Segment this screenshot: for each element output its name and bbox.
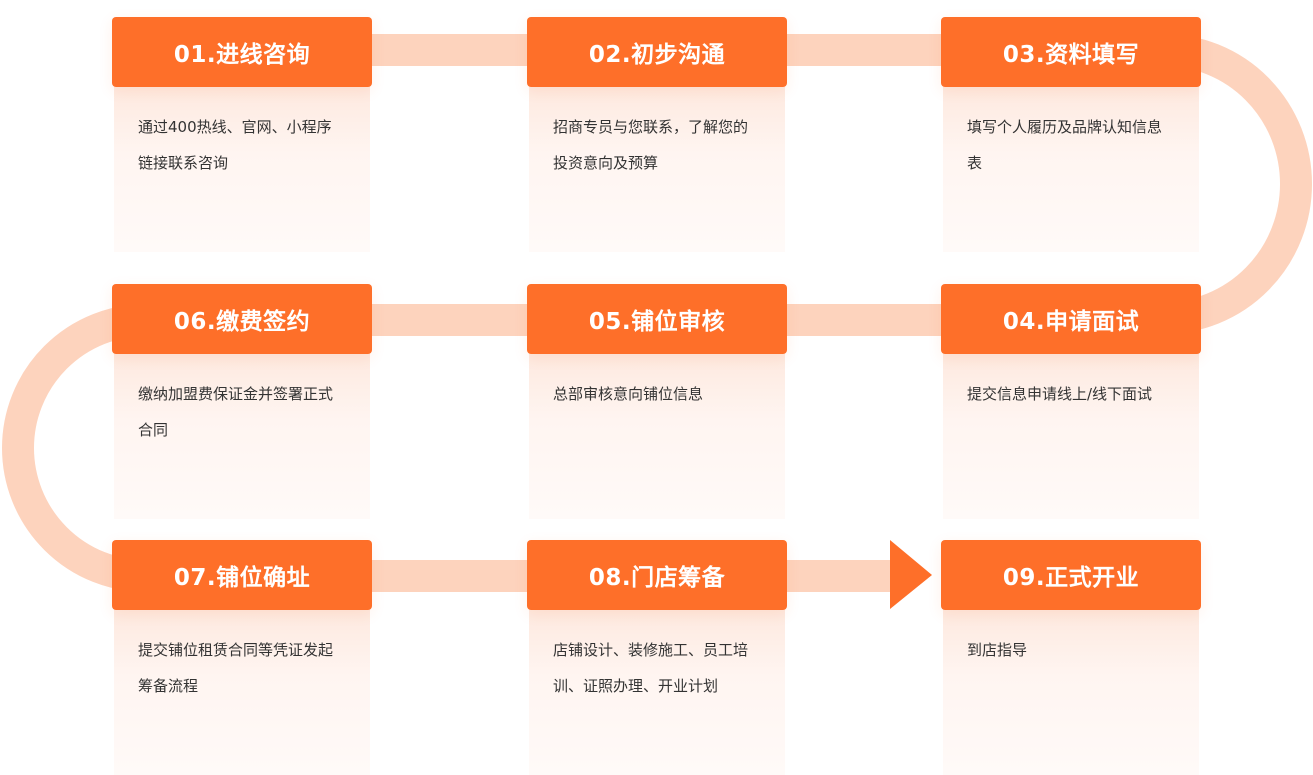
connector-arc-right (1163, 34, 1312, 334)
step-body: 提交铺位租赁合同等凭证发起筹备流程 (114, 610, 370, 775)
step-header: 05.铺位审核 (527, 284, 787, 354)
arrow-right-icon (890, 540, 932, 609)
step-description: 总部审核意向铺位信息 (553, 385, 704, 403)
step-title: 04.申请面试 (1002, 309, 1140, 335)
step-header: 07.铺位确址 (112, 540, 372, 610)
step-title: 01.进线咨询 (173, 42, 311, 68)
step-body: 填写个人履历及品牌认知信息表 (943, 87, 1199, 252)
step-title: 08.门店筹备 (588, 565, 726, 591)
step-description: 提交铺位租赁合同等凭证发起筹备流程 (138, 641, 334, 695)
step-description: 通过400热线、官网、小程序链接联系咨询 (138, 118, 332, 172)
step-title: 07.铺位确址 (173, 565, 311, 591)
step-08: 08.门店筹备 店铺设计、装修施工、员工培训、证照办理、开业计划 (527, 540, 787, 775)
step-body: 店铺设计、装修施工、员工培训、证照办理、开业计划 (529, 610, 785, 775)
step-body: 到店指导 (943, 610, 1199, 775)
step-01: 01.进线咨询 通过400热线、官网、小程序链接联系咨询 (112, 17, 372, 252)
step-description: 缴纳加盟费保证金并签署正式合同 (138, 385, 334, 439)
step-05: 05.铺位审核 总部审核意向铺位信息 (527, 284, 787, 519)
step-header: 06.缴费签约 (112, 284, 372, 354)
step-header: 04.申请面试 (941, 284, 1201, 354)
connector-arc-left (2, 304, 147, 592)
step-header: 09.正式开业 (941, 540, 1201, 610)
step-description: 招商专员与您联系，了解您的投资意向及预算 (553, 118, 749, 172)
step-title: 09.正式开业 (1002, 565, 1140, 591)
step-body: 招商专员与您联系，了解您的投资意向及预算 (529, 87, 785, 252)
step-body: 缴纳加盟费保证金并签署正式合同 (114, 354, 370, 519)
step-03: 03.资料填写 填写个人履历及品牌认知信息表 (941, 17, 1201, 252)
step-title: 06.缴费签约 (173, 309, 311, 335)
step-04: 04.申请面试 提交信息申请线上/线下面试 (941, 284, 1201, 519)
step-title: 05.铺位审核 (588, 309, 726, 335)
step-header: 08.门店筹备 (527, 540, 787, 610)
step-description: 店铺设计、装修施工、员工培训、证照办理、开业计划 (553, 641, 749, 695)
step-07: 07.铺位确址 提交铺位租赁合同等凭证发起筹备流程 (112, 540, 372, 775)
step-header: 03.资料填写 (941, 17, 1201, 87)
step-body: 通过400热线、官网、小程序链接联系咨询 (114, 87, 370, 252)
step-02: 02.初步沟通 招商专员与您联系，了解您的投资意向及预算 (527, 17, 787, 252)
step-title: 02.初步沟通 (588, 42, 726, 68)
step-description: 填写个人履历及品牌认知信息表 (967, 118, 1163, 172)
step-body: 提交信息申请线上/线下面试 (943, 354, 1199, 519)
step-09: 09.正式开业 到店指导 (941, 540, 1201, 775)
step-description: 提交信息申请线上/线下面试 (967, 385, 1153, 403)
step-title: 03.资料填写 (1002, 42, 1140, 68)
step-body: 总部审核意向铺位信息 (529, 354, 785, 519)
step-description: 到店指导 (967, 641, 1028, 659)
step-06: 06.缴费签约 缴纳加盟费保证金并签署正式合同 (112, 284, 372, 519)
step-header: 02.初步沟通 (527, 17, 787, 87)
step-header: 01.进线咨询 (112, 17, 372, 87)
